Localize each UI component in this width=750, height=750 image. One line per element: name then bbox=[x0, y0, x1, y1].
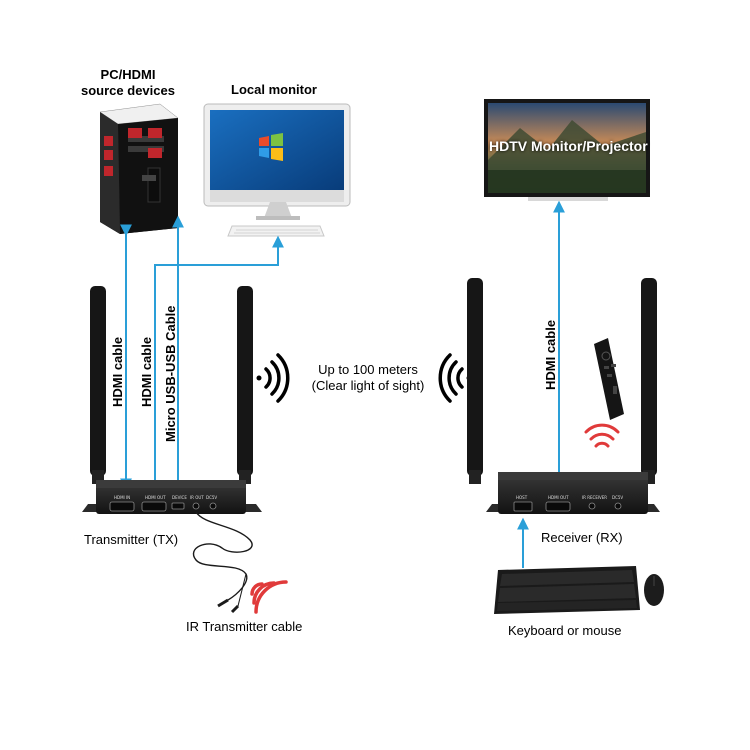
hdmi-cable-label-2: HDMI cable bbox=[139, 337, 154, 407]
rx-dc-port bbox=[615, 503, 621, 509]
tx-hdmi-out-port bbox=[142, 502, 166, 511]
wireless-signal-tx-icon bbox=[257, 355, 288, 401]
tx-dc-port bbox=[210, 503, 216, 509]
mouse-icon bbox=[644, 574, 664, 606]
remote-signal-icon bbox=[586, 425, 618, 446]
ir-transmitter-cable-icon bbox=[193, 512, 252, 612]
keyboard-small-icon bbox=[228, 226, 324, 236]
hdmi-cable-label-1: HDMI cable bbox=[110, 337, 125, 407]
tx-ir-out-port bbox=[193, 503, 199, 509]
pc-tower-icon bbox=[100, 104, 178, 234]
tx-port-label: DEVICE bbox=[172, 495, 187, 500]
local-monitor-label: Local monitor bbox=[220, 82, 328, 98]
rx-hdmi-out-port bbox=[546, 502, 570, 511]
pc-source-label: PC/HDMI source devices bbox=[72, 67, 184, 99]
ir-cable-label: IR Transmitter cable bbox=[186, 619, 336, 635]
local-monitor-icon bbox=[204, 104, 350, 220]
usb-cable-label: Micro USB-USB Cable bbox=[163, 305, 178, 442]
keyboard-mouse-label: Keyboard or mouse bbox=[508, 623, 648, 639]
transmitter-label: Transmitter (TX) bbox=[84, 532, 210, 548]
hdmi-cable-rx-label: HDMI cable bbox=[543, 320, 558, 390]
receiver-label: Receiver (RX) bbox=[541, 530, 651, 546]
rx-host-port bbox=[514, 502, 532, 511]
rx-port-label: HOST bbox=[516, 495, 528, 500]
tx-hdmi-in-port bbox=[110, 502, 134, 511]
rx-port-label: DC5V bbox=[612, 495, 623, 500]
range-label-line2: (Clear light of sight) bbox=[288, 378, 448, 394]
tx-port-label: DC5V bbox=[206, 495, 217, 500]
keyboard-icon bbox=[494, 566, 640, 614]
range-label-line1: Up to 100 meters bbox=[288, 362, 448, 378]
hdtv-label: HDTV Monitor/Projector bbox=[489, 138, 648, 154]
tx-device-port bbox=[172, 503, 184, 509]
rx-ir-port bbox=[589, 503, 595, 509]
tx-port-label: HDMI OUT bbox=[145, 495, 166, 500]
tx-port-label: IR OUT bbox=[190, 495, 204, 500]
receiver-device: HOST HDMI OUT IR RECEIVER DC5V bbox=[467, 278, 660, 514]
remote-control-icon bbox=[594, 338, 624, 420]
ir-signal-icon bbox=[252, 582, 286, 612]
rx-port-label: HDMI OUT bbox=[548, 495, 569, 500]
rx-port-label: IR RECEIVER bbox=[582, 495, 607, 500]
tx-port-label: HDMI IN bbox=[114, 495, 130, 500]
